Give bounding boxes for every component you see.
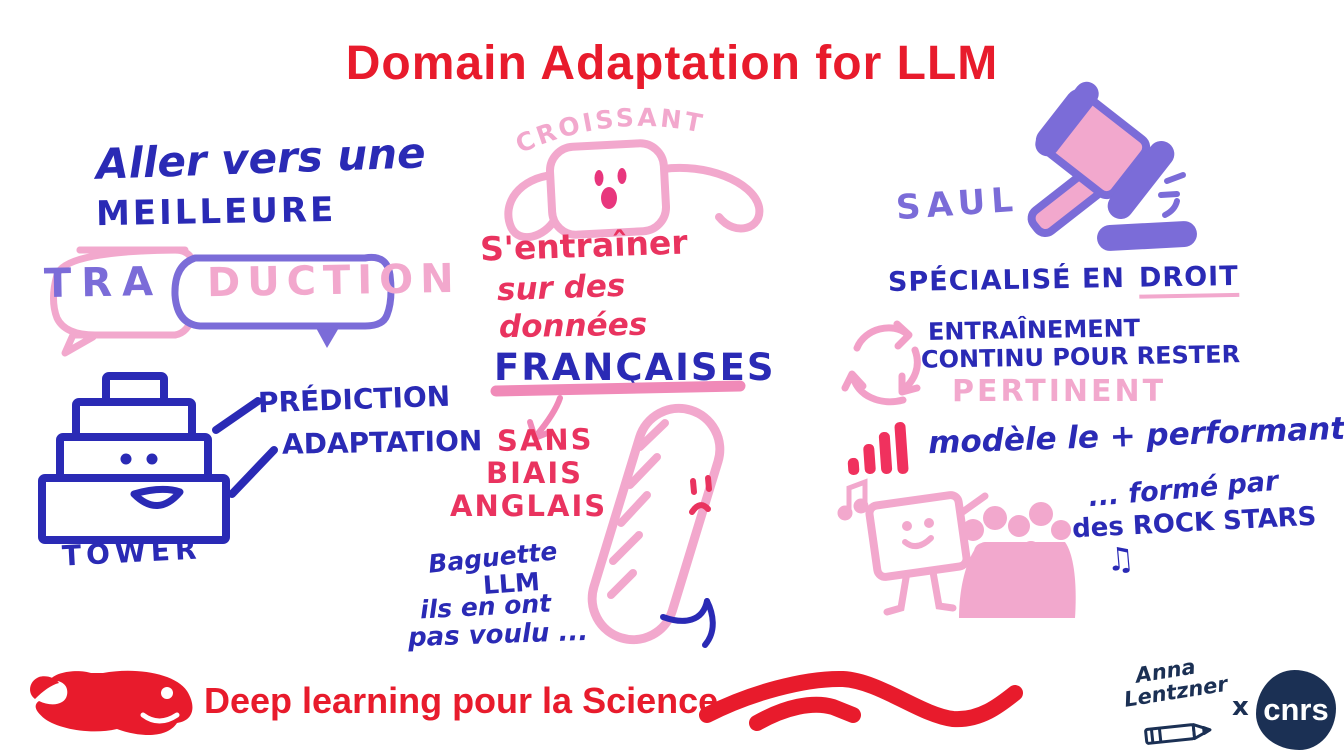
baguette-caption-4: pas voulu ... — [407, 616, 589, 654]
waves-icon — [699, 670, 1023, 731]
specialise-line: SPÉCIALISÉ EN DROIT — [887, 260, 1239, 299]
whale-icon — [30, 670, 193, 735]
page-title: Domain Adaptation for LLM — [345, 37, 999, 90]
callout-adaptation: ADAPTATION — [281, 424, 483, 461]
specialise-text: SPÉCIALISÉ EN — [887, 262, 1126, 299]
music-note-icon: ♫ — [1104, 538, 1137, 580]
droit-text: DROIT — [1138, 260, 1239, 299]
bias-line-3: ANGLAIS — [450, 489, 608, 523]
artist-signature: Anna Lentzner — [1105, 651, 1229, 713]
intro-line-1: Aller vers une — [95, 128, 427, 189]
bubble-word-duction: DUCTION — [206, 255, 462, 307]
croissant-icon: CROISSANT — [504, 103, 764, 241]
cnrs-logo-text: cnrs — [1263, 692, 1329, 727]
training-line-3: PERTINENT — [952, 374, 1167, 409]
collab-x: x — [1232, 692, 1249, 722]
callout-prediction: PRÉDICTION — [257, 379, 451, 420]
model-line: modèle le + performant — [927, 410, 1344, 462]
baguette-icon — [587, 403, 725, 648]
underline-down-arrow-icon — [490, 380, 746, 441]
pencil-icon — [1144, 723, 1212, 745]
train-line-2: sur des — [496, 267, 626, 309]
intro-line-2: MEILLEURE — [95, 189, 337, 235]
gavel-icon — [1027, 81, 1197, 251]
bubble-word-tra: TRA — [43, 258, 164, 308]
cnrs-logo: cnrs — [1256, 670, 1336, 750]
train-line-1: S'entraîner — [479, 222, 689, 269]
bias-line-2: BIAIS — [486, 456, 584, 490]
training-line-2: CONTINU POUR RESTER — [920, 340, 1241, 374]
signal-bars-icon — [847, 421, 909, 475]
train-line-3: données — [498, 306, 648, 346]
tower-icon — [38, 372, 278, 544]
footer-tagline: Deep learning pour la Science — [204, 680, 719, 721]
training-line-1: ENTRAÎNEMENT — [927, 314, 1141, 346]
screen-character-crowd-icon — [837, 478, 1076, 618]
refresh-cycle-icon — [841, 320, 921, 406]
speech-bubbles-icon — [50, 246, 395, 357]
